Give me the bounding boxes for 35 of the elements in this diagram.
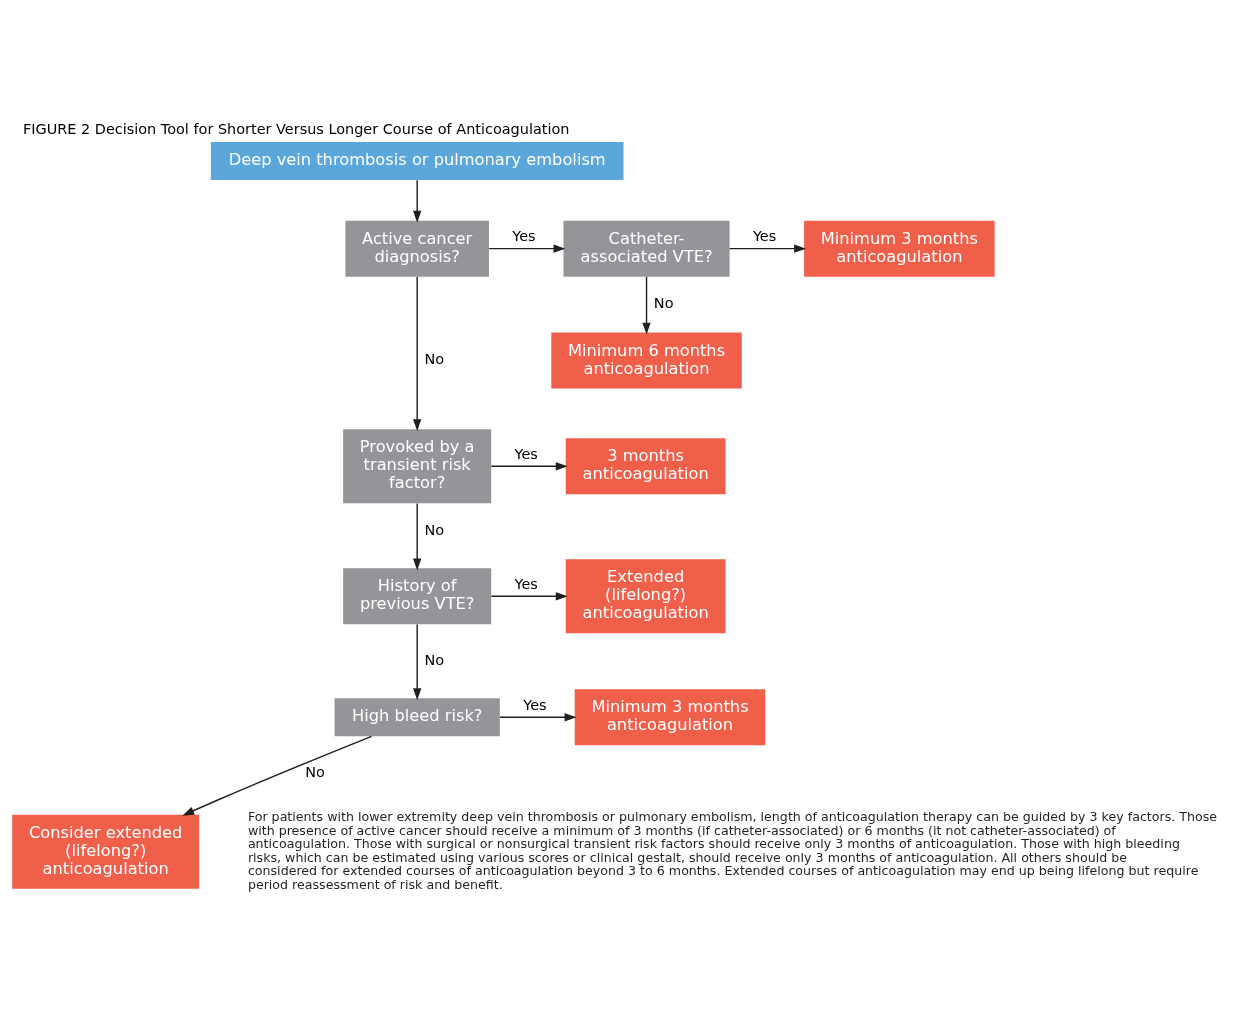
node-box: History of previous VTE? (343, 568, 492, 625)
node-box: Extended (lifelong?) anticoagulation (565, 559, 726, 634)
arrow (490, 592, 568, 601)
edge-label: No (424, 351, 445, 368)
arrow (490, 462, 568, 471)
edge-label: No (305, 763, 325, 780)
node-box: Catheter-associated VTE? (563, 220, 730, 277)
edge-label: Yes (514, 575, 538, 592)
arrow (499, 713, 577, 722)
arrow (488, 244, 566, 253)
edge-label: No (653, 295, 674, 312)
node-box: Minimum 3 months anticoagulation (574, 689, 766, 746)
node-box: 3 months anticoagulation (565, 438, 726, 495)
arrow (182, 735, 373, 816)
arrow (728, 244, 807, 253)
edge-label: Yes (752, 228, 777, 245)
node-box: Consider extended (lifelong?) anticoagulation (12, 814, 200, 889)
arrow (642, 276, 651, 335)
node-box: Deep vein thrombosis or pulmonary embolism (210, 142, 624, 180)
arrow (413, 276, 422, 432)
edge-label: Yes (523, 696, 547, 713)
node-box: Active cancer diagnosis? (345, 220, 489, 277)
edge-label: Yes (514, 445, 538, 462)
node-box: Provoked by a transient risk factor? (343, 429, 492, 504)
edge-label: No (424, 651, 445, 668)
node-box: Minimum 6 months anticoagulation (551, 332, 742, 389)
node-box: Minimum 3 months anticoagulation (804, 220, 995, 277)
diagram-title: FIGURE 2 Decision Tool for Shorter Versus Longer Course of Anticoagulation (22, 120, 570, 137)
node-box: High bleed risk? (334, 698, 500, 737)
arrow (413, 623, 422, 701)
edge-label: Yes (512, 228, 536, 245)
edge-label: No (424, 521, 445, 538)
caption: For patients with lower extremity deep vein thrombosis or pulmonary embolism, length of anticoagulation therapy can be guided by 3 key factors. Those with presence of active cancer should receive a minimum of 3 months (if catheter-associated) or 6 months (it not catheter-associated) of anticoagulation. Those with surgical or nonsurgical transient risk factors should receive only 3 months of anticoagulation. Those with high bleeding risks, which can be estimated using various scores or clinical gestalt, should receive only 3 months of anticoagulation. All others should be considered for extended courses of anticoagulation beyond 3 to 6 months. Extended courses of anticoagulation may end up being lifelong but require period reassessment of risk and benefit. (247, 809, 1218, 893)
arrow (413, 179, 422, 223)
arrow (413, 502, 422, 571)
